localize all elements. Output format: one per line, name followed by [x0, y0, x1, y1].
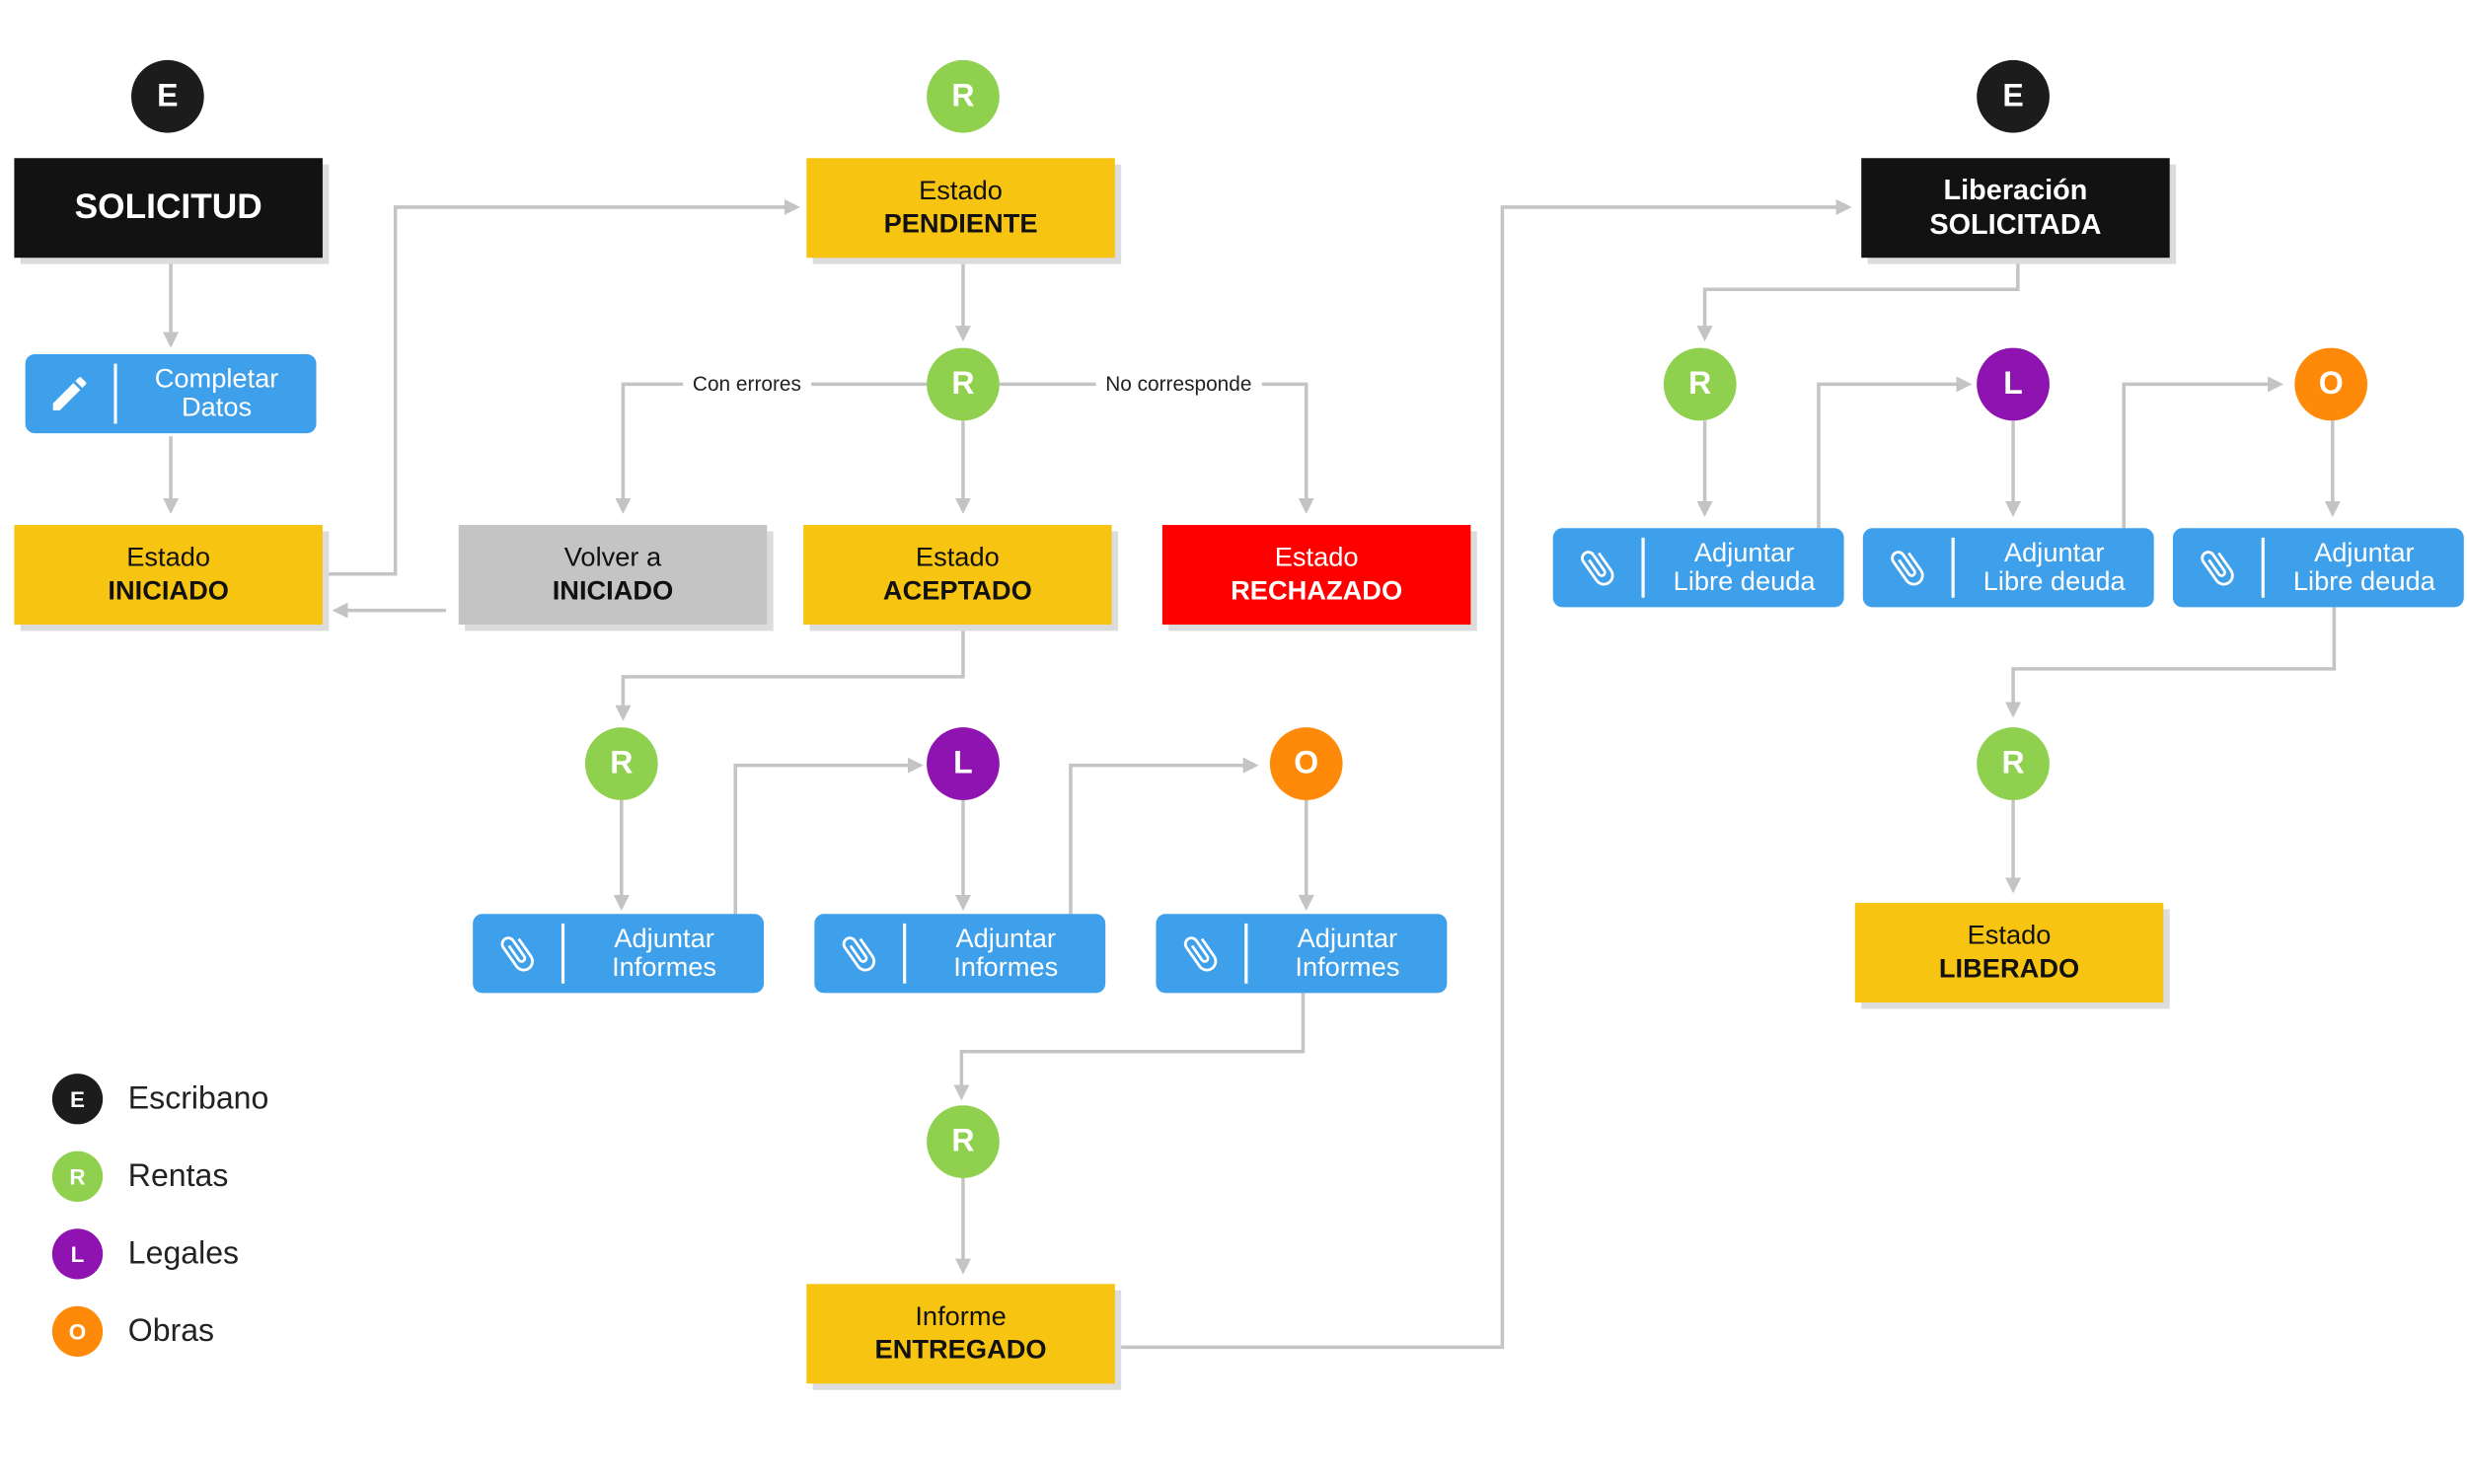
adjuntar-libre-deuda-action[interactable]: Adjuntar Libre deuda: [1862, 528, 2154, 608]
entregado-line2: ENTREGADO: [874, 1333, 1047, 1365]
pencil-icon: [26, 363, 117, 424]
role-obras-icon: O: [2294, 347, 2368, 421]
adjuntar-informes-action[interactable]: Adjuntar Informes: [473, 914, 765, 994]
informes-line2: Informes: [953, 951, 1059, 983]
informes-line2: Informes: [1295, 951, 1400, 983]
legend-item-escribano: E Escribano: [51, 1074, 269, 1125]
role-escribano-icon: E: [131, 59, 204, 133]
paperclip-icon: [1863, 537, 1955, 598]
pendiente-line2: PENDIENTE: [883, 207, 1038, 239]
volver-line2: INICIADO: [552, 574, 674, 605]
solicitud-box: SOLICITUD: [14, 158, 323, 259]
legend-escribano-icon: E: [51, 1074, 104, 1125]
informe-entregado-box: Informe ENTREGADO: [806, 1284, 1115, 1384]
libre-line1: Adjuntar: [2003, 538, 2105, 568]
estado-iniciado-box: Estado INICIADO: [14, 525, 323, 626]
solicitud-title: SOLICITUD: [74, 186, 262, 227]
libre-line1: Adjuntar: [1693, 538, 1795, 568]
completar-datos-action[interactable]: Completar Datos: [25, 353, 317, 434]
libre-line2: Libre deuda: [2292, 565, 2435, 597]
role-escribano-icon: E: [1977, 59, 2050, 133]
role-rentas-icon: R: [584, 727, 658, 800]
role-obras-icon: O: [1269, 727, 1343, 800]
volver-line1: Volver a: [563, 542, 662, 573]
role-rentas-icon: R: [927, 59, 1000, 133]
legend-rentas-icon: R: [51, 1150, 104, 1202]
liberado-line2: LIBERADO: [1938, 952, 2080, 983]
estado-rechazado-box: Estado RECHAZADO: [1161, 525, 1471, 626]
adjuntar-libre-deuda-action[interactable]: Adjuntar Libre deuda: [2172, 528, 2464, 608]
libre-line1: Adjuntar: [2314, 538, 2415, 568]
edge-label-con-errores: Con errores: [683, 371, 811, 396]
legend-item-legales: L Legales: [51, 1228, 240, 1280]
paperclip-icon: [473, 923, 565, 984]
rechazado-line2: RECHAZADO: [1231, 574, 1403, 605]
informes-line1: Adjuntar: [1297, 924, 1398, 954]
role-legales-icon: L: [1977, 347, 2050, 421]
adjuntar-libre-deuda-action[interactable]: Adjuntar Libre deuda: [1552, 528, 1844, 608]
iniciado-line2: INICIADO: [108, 574, 229, 605]
legend-item-obras: O Obras: [51, 1305, 215, 1357]
iniciado-line1: Estado: [126, 542, 211, 573]
entregado-line1: Informe: [915, 1301, 1007, 1332]
legend-label: Obras: [127, 1312, 215, 1349]
legend-label: Legales: [127, 1235, 240, 1271]
libre-line2: Libre deuda: [1982, 565, 2126, 597]
adjuntar-informes-action[interactable]: Adjuntar Informes: [1156, 914, 1448, 994]
liberado-line1: Estado: [1967, 920, 2052, 951]
liberacion-line2: SOLICITADA: [1929, 207, 2102, 240]
aceptado-line1: Estado: [915, 542, 1000, 573]
legend-item-rentas: R Rentas: [51, 1150, 229, 1202]
aceptado-line2: ACEPTADO: [882, 574, 1032, 605]
paperclip-icon: [814, 923, 907, 984]
adjuntar-informes-action[interactable]: Adjuntar Informes: [814, 914, 1106, 994]
paperclip-icon: [1156, 923, 1248, 984]
libre-line2: Libre deuda: [1673, 565, 1816, 597]
legend-obras-icon: O: [51, 1305, 104, 1357]
legend-label: Escribano: [127, 1080, 269, 1116]
edge-label-no-corresponde: No corresponde: [1095, 371, 1262, 396]
paperclip-icon: [1553, 537, 1645, 598]
pendiente-line1: Estado: [919, 176, 1003, 206]
estado-pendiente-box: Estado PENDIENTE: [806, 158, 1115, 259]
liberacion-solicitada-box: Liberación SOLICITADA: [1861, 158, 2170, 259]
informes-line2: Informes: [612, 951, 717, 983]
completar-line2: Datos: [181, 392, 253, 422]
paperclip-icon: [2173, 537, 2265, 598]
estado-liberado-box: Estado LIBERADO: [1854, 903, 2164, 1003]
legend-label: Rentas: [127, 1157, 229, 1194]
legend-legales-icon: L: [51, 1228, 104, 1280]
volver-iniciado-box: Volver a INICIADO: [458, 525, 768, 626]
informes-line1: Adjuntar: [614, 924, 714, 954]
liberacion-line1: Liberación: [1943, 174, 2088, 206]
completar-line1: Completar: [154, 363, 279, 395]
estado-aceptado-box: Estado ACEPTADO: [803, 525, 1112, 626]
role-rentas-icon: R: [1977, 727, 2050, 800]
role-rentas-icon: R: [927, 347, 1000, 421]
role-rentas-icon: R: [927, 1105, 1000, 1178]
role-legales-icon: L: [927, 727, 1000, 800]
rechazado-line1: Estado: [1274, 542, 1359, 573]
role-rentas-icon: R: [1663, 347, 1737, 421]
informes-line1: Adjuntar: [955, 924, 1056, 954]
